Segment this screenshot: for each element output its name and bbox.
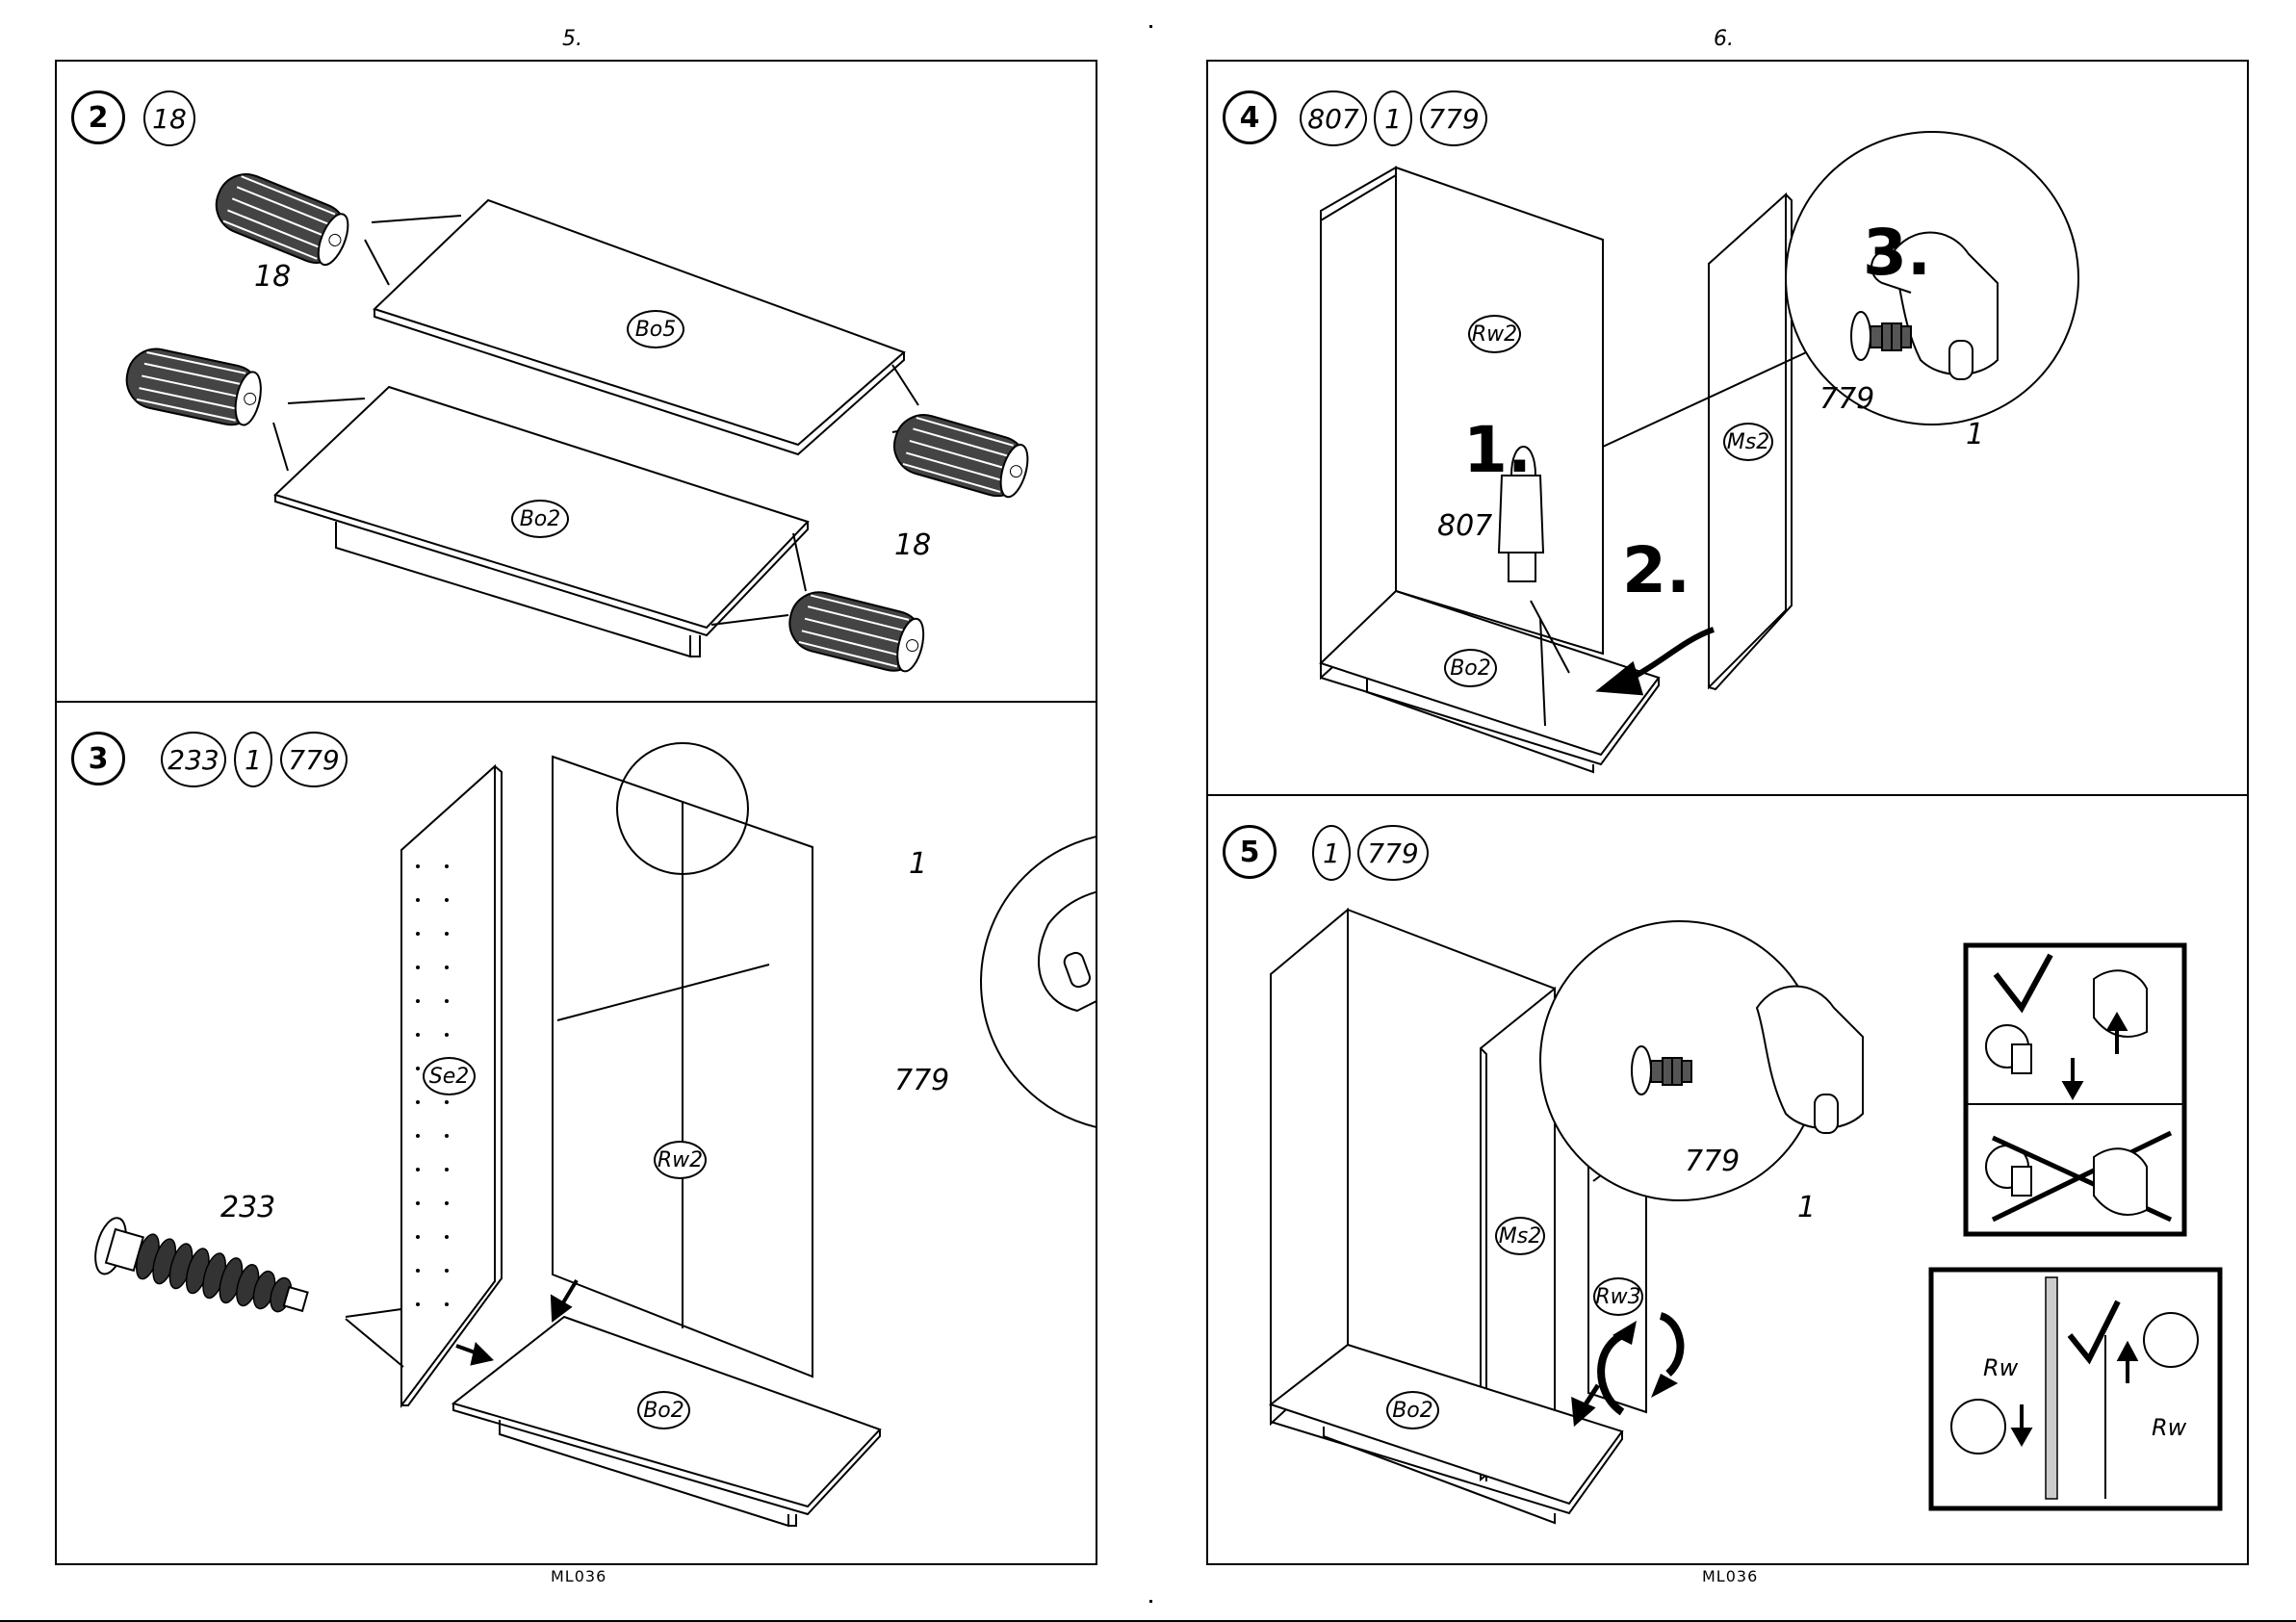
part-oval-1: 1 xyxy=(1374,90,1412,146)
step-marker-1: 1. xyxy=(1463,413,1532,487)
part-oval-1: 1 xyxy=(1312,825,1351,881)
part-tag-ms2: Ms2 xyxy=(1723,423,1773,461)
part-oval-779: 779 xyxy=(280,732,348,787)
part-tag-bo2: Bo2 xyxy=(637,1391,690,1429)
page-number-left: 5. xyxy=(562,27,582,51)
part-tag-rw2: Rw2 xyxy=(1468,315,1521,353)
step-number: 4 xyxy=(1223,90,1277,144)
label-1: 1 xyxy=(909,847,927,881)
part-tag-ms2: Ms2 xyxy=(1495,1217,1545,1255)
label-807: 807 xyxy=(1437,509,1492,543)
center-mark-top xyxy=(1149,25,1152,28)
part-oval-807: 807 xyxy=(1300,90,1367,146)
step-2-panel: 2 18 18 18 Bo5 Bo2 xyxy=(55,60,1097,703)
dowel-18-icon xyxy=(784,586,929,677)
label-779: 779 xyxy=(894,1064,949,1097)
step-number: 5 xyxy=(1223,825,1277,879)
footer-code-left: ML036 xyxy=(551,1567,606,1585)
step-5-drawing xyxy=(1208,796,2249,1565)
part-tag-bo2: Bo2 xyxy=(511,500,569,538)
label-779: 779 xyxy=(1685,1145,1740,1178)
label-233: 233 xyxy=(220,1191,275,1224)
dowel-18-icon xyxy=(208,166,355,271)
part-tag-rw3: Rw3 xyxy=(1593,1277,1643,1316)
step-marker-2: 2. xyxy=(1622,533,1690,607)
part-tag-bo2: Bo2 xyxy=(1386,1391,1439,1429)
step-3-drawing xyxy=(57,703,1097,1565)
label-779: 779 xyxy=(1819,382,1874,416)
dowel-233-icon xyxy=(90,1215,313,1329)
label-1: 1 xyxy=(1966,418,1984,451)
label-18: 18 xyxy=(894,528,931,562)
label-18: 18 xyxy=(254,260,291,294)
footer-code-right: ML036 xyxy=(1702,1567,1758,1585)
dowel-18-icon xyxy=(121,344,266,430)
center-mark-bottom xyxy=(1149,1600,1152,1603)
part-oval-779: 779 xyxy=(1357,825,1429,881)
part-tag-se2: Se2 xyxy=(423,1057,476,1095)
page-number-right: 6. xyxy=(1714,27,1734,51)
label-rw: Rw xyxy=(2152,1414,2186,1441)
part-tag-bo5: Bo5 xyxy=(627,310,684,348)
arrow-icon xyxy=(1574,1385,1598,1422)
step-4-panel: 4 807 1 779 1. 2. 3. 807 779 1 Rw2 Ms2 B… xyxy=(1206,60,2249,796)
step-2-drawing xyxy=(57,62,1097,703)
part-oval-1: 1 xyxy=(234,732,272,787)
part-tag-bo2: Bo2 xyxy=(1444,649,1497,687)
part-tag-rw2: Rw2 xyxy=(654,1141,707,1179)
step-3-panel: 3 233 1 779 233 1 779 Se2 Rw2 Bo2 xyxy=(55,701,1097,1565)
dowel-18-icon xyxy=(888,408,1034,502)
step-number: 2 xyxy=(71,90,125,144)
part-oval-18: 18 xyxy=(143,90,195,146)
part-oval-779: 779 xyxy=(1420,90,1487,146)
step-marker-3: 3. xyxy=(1863,216,1931,290)
step-5-panel: 5 1 779 779 1 Ms2 Rw3 Bo2 Rw Rw xyxy=(1206,794,2249,1565)
part-oval-233: 233 xyxy=(161,732,226,787)
step-number: 3 xyxy=(71,732,125,785)
label-1: 1 xyxy=(1797,1191,1816,1224)
edge-orientation-box xyxy=(1931,1270,2220,1508)
label-rw: Rw xyxy=(1983,1354,2018,1381)
